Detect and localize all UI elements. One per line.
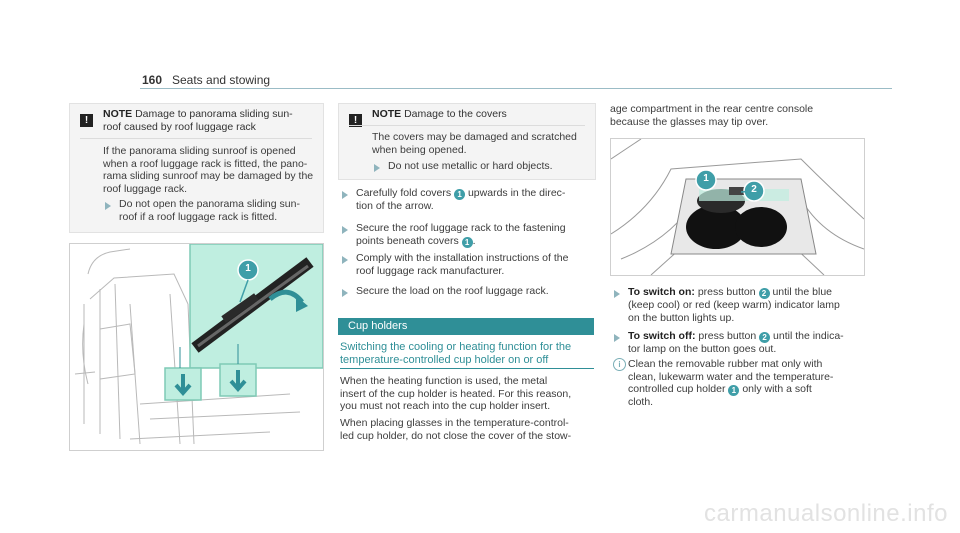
figure-roof-luggage-rack: 1 (69, 243, 324, 451)
note-body: If the panorama sliding sunroof is opene… (103, 145, 314, 195)
car-roof-illustration (74, 244, 323, 445)
step-arrow-icon (105, 202, 111, 210)
figure-callout-2-label: 2 (751, 184, 757, 195)
callout-1-icon: 1 (454, 189, 466, 200)
callout-1-icon: 1 (461, 236, 473, 248)
step-arrow-icon (342, 226, 348, 234)
step-arrow-icon (342, 191, 348, 199)
step-arrow-icon (342, 256, 348, 264)
step-arrow-icon (342, 289, 348, 297)
step-arrow-icon (614, 290, 620, 298)
page-number: 160 (142, 73, 163, 87)
figure-callout-1-label: 1 (703, 173, 709, 184)
step-secure-rack: Secure the roof luggage rack to the fast… (356, 222, 566, 248)
header-rule (140, 88, 892, 89)
sub-heading: Switching the cooling or heating functio… (340, 341, 572, 366)
note-action: Do not use metallic or hard objects. (388, 160, 553, 172)
warning-icon: ! (349, 110, 362, 128)
info-icon: i (613, 358, 626, 371)
note-divider (349, 125, 585, 126)
step-switch-on: To switch on: press button 2 until the b… (628, 286, 840, 324)
sub-heading-rule (340, 368, 594, 369)
cup-holder-illustration (611, 139, 864, 275)
note-action: Do not open the panorama sliding sun- ro… (119, 198, 300, 223)
note-box-sunroof: ! NOTE Damage to panorama sliding sun- r… (69, 103, 324, 233)
footer-watermark: carmanualsonline.info (704, 500, 948, 527)
note-body: The covers may be damaged and scratched … (372, 131, 577, 156)
figure-callout-label: 1 (245, 263, 251, 274)
paragraph-continued: age compartment in the rear centre conso… (610, 103, 814, 128)
note-heading: NOTE Damage to the covers (372, 108, 507, 120)
info-cleaning: Clean the removable rubber mat only with… (628, 358, 834, 409)
step-secure-load: Secure the load on the roof luggage rack… (356, 285, 549, 297)
step-comply-instructions: Comply with the installation instruction… (356, 252, 569, 277)
note-divider (80, 138, 312, 139)
callout-1 (695, 169, 717, 191)
figure-cup-holder: 1 2 (610, 138, 865, 276)
section-heading-cup-holders: Cup holders (338, 318, 594, 335)
paragraph-placing-glasses: When placing glasses in the temperature-… (340, 417, 572, 442)
step-switch-off: To switch off: press button 2 until the … (628, 330, 844, 355)
note-heading: NOTE Damage to panorama sliding sun- roo… (103, 108, 293, 133)
callout-1-icon: 1 (728, 385, 740, 397)
step-arrow-icon (614, 334, 620, 342)
warning-icon: ! (80, 110, 93, 128)
note-box-covers: ! NOTE Damage to the covers The covers m… (338, 103, 596, 180)
step-fold-covers: Carefully fold covers 1 upwards in the d… (356, 187, 566, 212)
page-section-title: Seats and stowing (172, 73, 271, 87)
paragraph-heating-warning: When the heating function is used, the m… (340, 375, 572, 413)
step-arrow-icon (374, 164, 380, 172)
callout-2-icon: 2 (759, 332, 771, 343)
callout-2-icon: 2 (758, 288, 770, 299)
